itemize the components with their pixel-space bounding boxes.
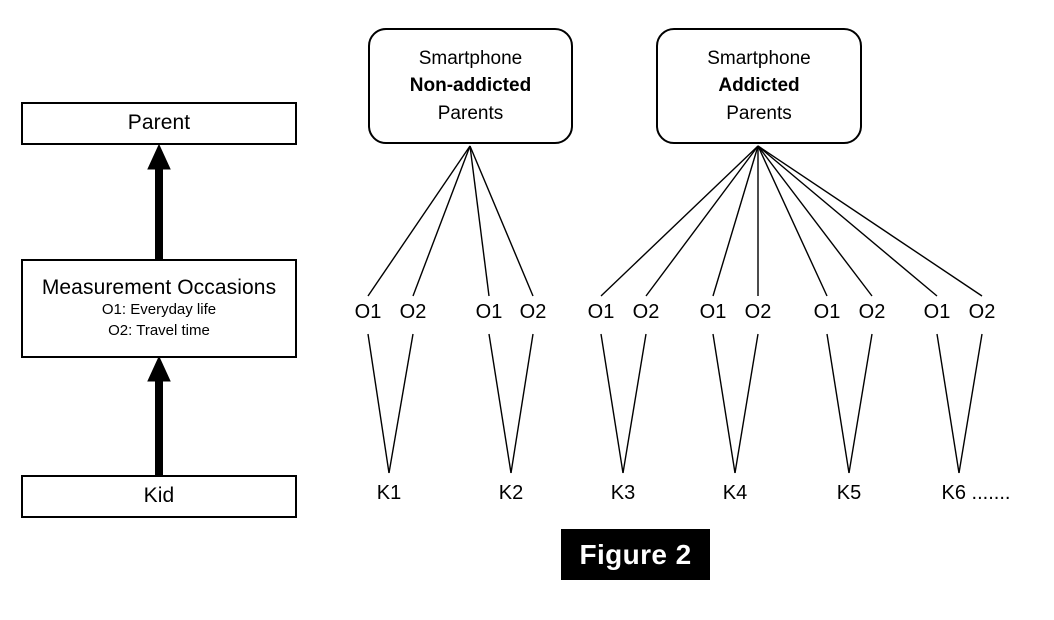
group-addicted-line3: Parents [726,102,792,124]
occasion-node-5: O2 [632,301,660,323]
group-non-addicted-line3: Parents [437,102,504,124]
group-addicted-line2: Addicted [718,75,800,97]
legend-occasion-o2: O2: Travel time [108,321,210,339]
occasion-node-8: O1 [813,301,841,323]
kid-node-k5: K5 [836,482,862,504]
kid-node-k4: K4 [722,482,748,504]
group-box-addicted-parents: Smartphone Addicted Parents [656,28,862,144]
kid-node-k2: K2 [498,482,524,504]
legend-arrow-kid-to-measurement [147,355,171,475]
group-addicted-line1: Smartphone [707,47,811,69]
group-non-addicted-line1: Smartphone [418,47,523,69]
occasion-node-7: O2 [744,301,772,323]
legend-box-kid-title: Kid [143,484,175,508]
fan-non-addicted [367,145,534,297]
legend-occasion-o1: O1: Everyday life [101,301,217,319]
occasion-kid-connectors [367,333,983,474]
legend-box-parent-title: Parent [127,111,191,135]
figure-caption-badge: Figure 2 [561,529,710,580]
occasion-node-3: O2 [519,301,547,323]
legend-box-kid: Kid [21,475,297,518]
legend-box-parent: Parent [21,102,297,145]
legend-box-measurement-occasions: Measurement Occasions O1: Everyday life … [21,259,297,358]
occasion-node-0: O1 [354,301,382,323]
occasion-node-4: O1 [587,301,615,323]
occasion-node-9: O2 [858,301,886,323]
occasion-node-2: O1 [475,301,503,323]
group-non-addicted-line2: Non-addicted [409,75,532,97]
group-box-non-addicted-parents: Smartphone Non-addicted Parents [368,28,573,144]
kid-node-k3: K3 [610,482,636,504]
legend-box-measurement-title: Measurement Occasions [41,276,277,300]
occasion-node-11: O2 [968,301,996,323]
legend-arrow-measurement-to-parent [147,143,171,259]
occasion-node-6: O1 [699,301,727,323]
fan-addicted [600,145,983,297]
kid-node-k1: K1 [376,482,402,504]
occasion-node-10: O1 [923,301,951,323]
occasion-node-1: O2 [399,301,427,323]
kid-node-k6: K6 ....... [941,482,1011,504]
